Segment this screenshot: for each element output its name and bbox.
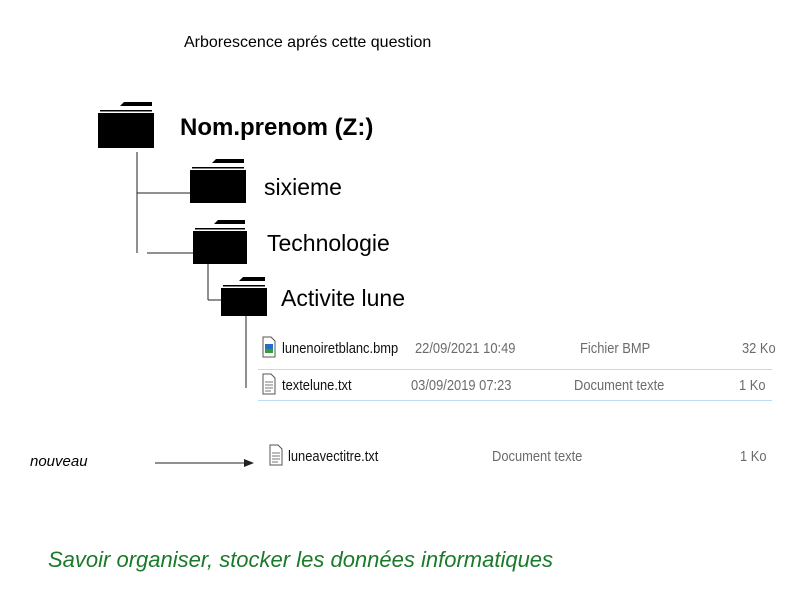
- folder-icon: [193, 220, 247, 264]
- file-name: lunenoiretblanc.bmp: [282, 340, 399, 357]
- new-file-row[interactable]: luneavectitre.txt Document texte 1 Ko: [266, 441, 772, 471]
- file-date: 22/09/2021 10:49: [415, 340, 516, 357]
- file-type: Fichier BMP: [580, 340, 651, 357]
- file-name: luneavectitre.txt: [288, 448, 379, 465]
- folder-label-technologie[interactable]: Technologie: [267, 230, 390, 256]
- folder-icon: [190, 159, 246, 203]
- file-size: 1 Ko: [739, 377, 766, 394]
- file-size: 32 Ko: [742, 340, 776, 357]
- file-type: Document texte: [492, 448, 583, 465]
- new-file-arrow-head: [244, 459, 254, 467]
- text-file-icon: [262, 373, 276, 395]
- root-folder-label[interactable]: Nom.prenom (Z:): [180, 114, 374, 141]
- diagram-heading: Arborescence aprés cette question: [184, 34, 432, 51]
- folder-label-activite-lune[interactable]: Activite lune: [281, 285, 406, 311]
- footer-caption: Savoir organiser, stocker les données in…: [48, 547, 554, 572]
- file-size: 1 Ko: [740, 448, 767, 465]
- file-row[interactable]: textelune.txt 03/09/2019 07:23 Document …: [258, 369, 772, 401]
- file-date: 03/09/2019 07:23: [411, 377, 512, 394]
- new-file-label: nouveau: [30, 453, 88, 470]
- folder-icon: [98, 102, 154, 148]
- folder-icon: [221, 277, 267, 316]
- file-row[interactable]: lunenoiretblanc.bmp 22/09/2021 10:49 Fic…: [258, 333, 776, 363]
- text-file-icon: [269, 444, 283, 466]
- image-file-icon: [262, 336, 276, 358]
- file-name: textelune.txt: [282, 377, 352, 394]
- folder-label-sixieme[interactable]: sixieme: [264, 174, 342, 200]
- file-type: Document texte: [574, 377, 665, 394]
